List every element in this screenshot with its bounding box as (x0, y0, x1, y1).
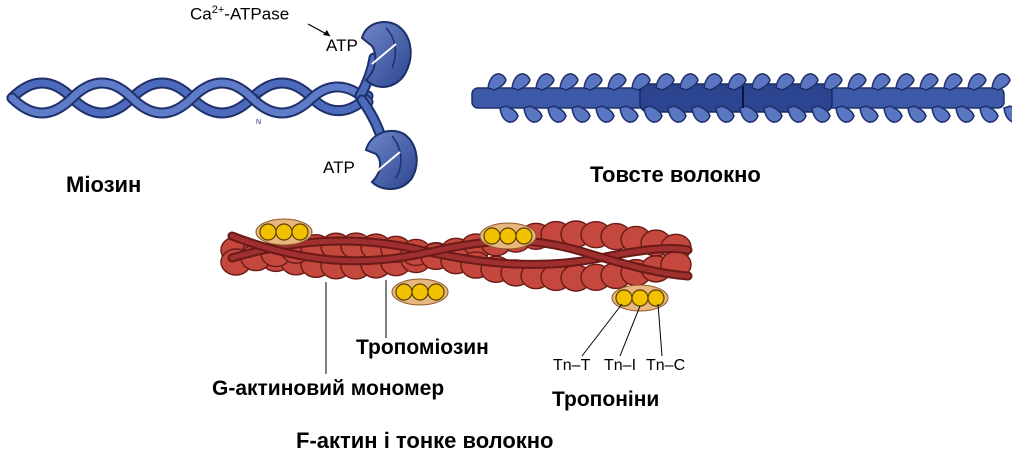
troponin-complex (256, 219, 312, 245)
tn-i-label: Tn–I (604, 357, 636, 375)
atp-top-label: ATP (326, 36, 358, 56)
troponin-complex (480, 223, 536, 249)
myosin-head-lower (366, 131, 417, 189)
thick-filament (472, 74, 1012, 122)
svg-text:N: N (256, 119, 261, 126)
f-actin-title: F-актин і тонке волокно (296, 428, 554, 454)
troponins-label: Тропоніни (552, 388, 659, 412)
myosin-label: Міозин (66, 172, 141, 198)
g-actin-label: G-актиновий мономер (212, 377, 444, 401)
troponin-subunit (396, 284, 412, 300)
troponin-subunit (260, 224, 276, 240)
troponin-subunit (516, 228, 532, 244)
tn-c-label: Tn–C (646, 357, 685, 375)
atp-bottom-label: ATP (323, 158, 355, 178)
tropomyosin-label: Тропоміозин (356, 336, 489, 360)
thick-filament-label: Товсте волокно (590, 162, 761, 188)
tn-t-label: Tn–T (553, 357, 590, 375)
troponin-subunit (484, 228, 500, 244)
svg-text:N: N (256, 94, 261, 101)
troponin-subunit (500, 228, 516, 244)
myosin-head-upper (362, 22, 411, 87)
tn-t-pointer (582, 304, 622, 356)
troponin-subunit (292, 224, 308, 240)
troponin-subunit (428, 284, 444, 300)
thick-filament-head (992, 74, 1010, 90)
tn-i-pointer (620, 306, 640, 356)
troponin-complex (392, 279, 448, 305)
troponin-subunit (648, 290, 664, 306)
thick-filament-head (1004, 106, 1012, 122)
troponin-subunit (632, 290, 648, 306)
troponin-subunit (276, 224, 292, 240)
troponin-subunit (412, 284, 428, 300)
tn-c-pointer (658, 304, 662, 356)
atpase-label: Ca2+-ATPase (190, 4, 289, 25)
troponin-subunit (616, 290, 632, 306)
